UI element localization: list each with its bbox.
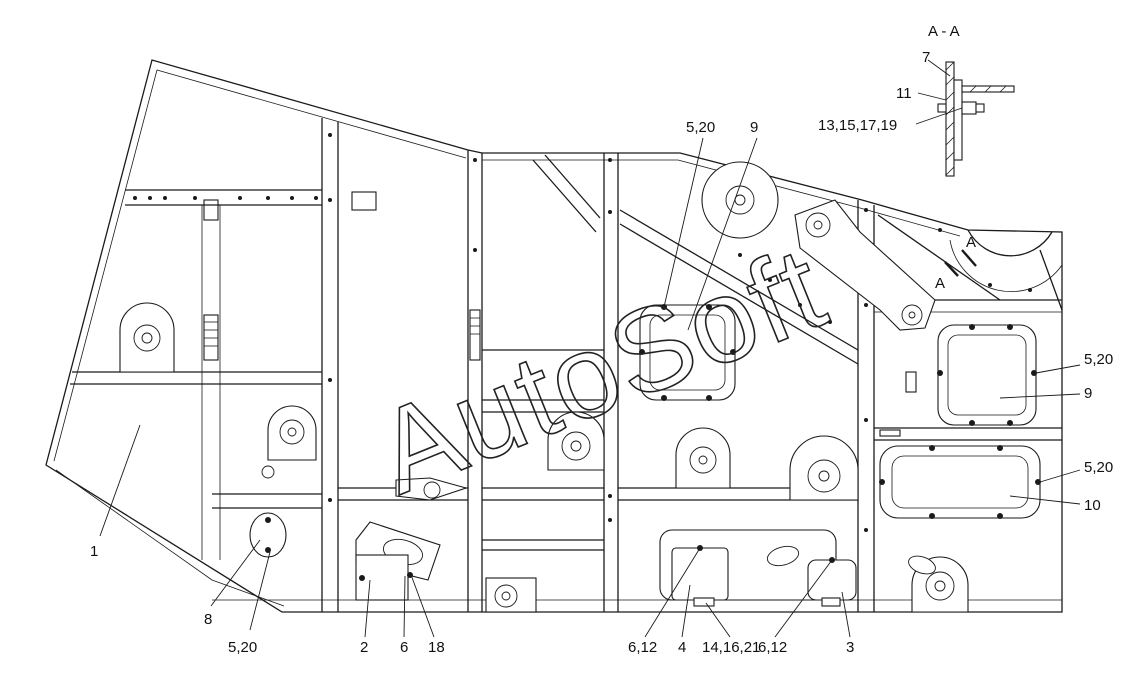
pivot-arm bbox=[794, 199, 936, 331]
leader-lines bbox=[99, 59, 1081, 638]
callout-2: 2 bbox=[360, 639, 368, 656]
callout-10: 10 bbox=[1084, 497, 1101, 514]
watermark: AutoSoft bbox=[359, 221, 843, 519]
section-marker-upper: A bbox=[966, 234, 976, 251]
callout-18: 18 bbox=[428, 639, 445, 656]
callout-7: 7 bbox=[922, 49, 930, 66]
diagonal-braces bbox=[532, 154, 1001, 365]
callout-14-16-21: 14,16,21 bbox=[702, 639, 760, 656]
section-a-a-detail bbox=[937, 61, 1015, 177]
inspection-windows bbox=[639, 304, 1041, 519]
curved-notch bbox=[949, 229, 1063, 311]
bearing-plates bbox=[119, 161, 969, 613]
callout-11: 11 bbox=[896, 85, 912, 102]
callout-6: 6 bbox=[400, 639, 408, 656]
section-marker-lower: A bbox=[935, 275, 945, 292]
section-cut-markers: A A bbox=[935, 234, 977, 292]
section-title: A - A bbox=[928, 23, 960, 40]
callout-4: 4 bbox=[678, 639, 686, 656]
callout-6-12-left: 6,12 bbox=[628, 639, 657, 656]
callout-9-right: 9 bbox=[1084, 385, 1092, 402]
callout-9-top: 9 bbox=[750, 119, 758, 136]
callout-5-20-top: 5,20 bbox=[686, 119, 715, 136]
callout-5-20-right-upper: 5,20 bbox=[1084, 351, 1113, 368]
callout-1: 1 bbox=[90, 543, 98, 560]
lower-covers bbox=[249, 191, 936, 607]
callout-8: 8 bbox=[204, 611, 212, 628]
callout-13-15-17-19: 13,15,17,19 bbox=[818, 117, 897, 134]
fasteners bbox=[133, 133, 1041, 581]
callout-3: 3 bbox=[846, 639, 854, 656]
callout-6-12-right: 6,12 bbox=[758, 639, 787, 656]
callout-5-20-right-lower: 5,20 bbox=[1084, 459, 1113, 476]
callout-labels: A - A 7 11 13,15,17,19 5,20 9 5,20 9 5,2… bbox=[90, 23, 1113, 656]
callout-5-20-bottom: 5,20 bbox=[228, 639, 257, 656]
